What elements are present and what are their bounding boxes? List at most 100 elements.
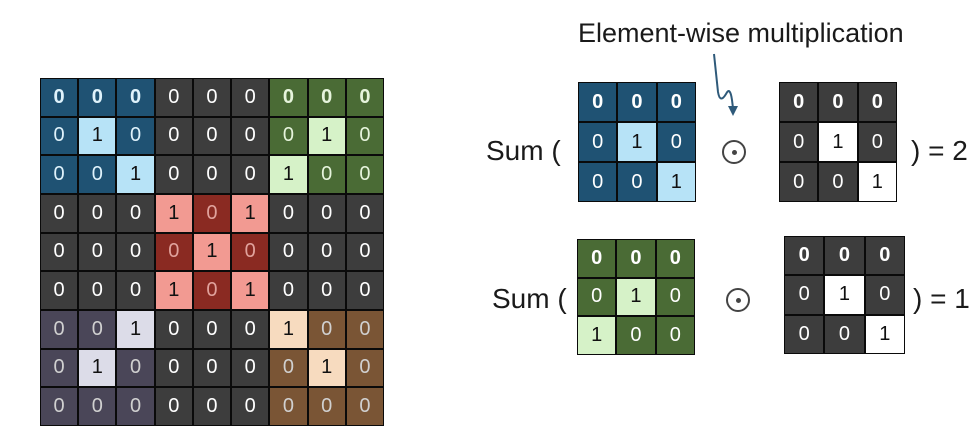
matrix-cell: 0 <box>231 310 270 349</box>
matrix-cell: 0 <box>824 236 865 276</box>
matrix-cell: 0 <box>345 116 384 156</box>
matrix-cell: 0 <box>655 239 695 278</box>
matrix-cell: 0 <box>40 194 79 233</box>
matrix-cell: 0 <box>40 232 79 272</box>
matrix-cell: 1 <box>616 277 656 317</box>
matrix-cell: 1 <box>78 116 117 156</box>
matrix-cell: 0 <box>779 162 819 202</box>
arrow-icon <box>713 53 738 116</box>
matrix-cell: 1 <box>864 314 905 354</box>
matrix-cell: 0 <box>864 236 905 276</box>
matrix-cell: 0 <box>617 82 657 122</box>
matrix-cell: 0 <box>116 387 155 426</box>
matrix-cell: 0 <box>307 310 346 349</box>
matrix-cell: 0 <box>616 239 656 278</box>
matrix-cell: 0 <box>78 194 117 233</box>
matrix-cell: 0 <box>231 155 270 194</box>
matrix-cell: 0 <box>578 82 618 122</box>
matrix-cell: 0 <box>231 348 270 388</box>
matrix-cell: 0 <box>824 314 865 354</box>
matrix-cell: 0 <box>154 78 193 117</box>
matrix-cell: 0 <box>116 348 155 388</box>
matrix-cell: 0 <box>578 162 618 202</box>
matrix-cell: 1 <box>307 348 346 388</box>
eq1-result: ) = 2 <box>911 135 968 166</box>
matrix-cell: 0 <box>345 271 384 310</box>
matrix-cell: 0 <box>40 310 79 349</box>
matrix-cell: 0 <box>655 277 695 317</box>
matrix-cell: 0 <box>154 310 193 349</box>
matrix-cell: 1 <box>857 162 897 202</box>
matrix-cell: 0 <box>78 310 117 349</box>
matrix-cell: 0 <box>307 387 346 426</box>
matrix-cell: 1 <box>78 348 117 388</box>
matrix-cell: 0 <box>345 194 384 233</box>
matrix-cell: 0 <box>116 232 155 272</box>
matrix-cell: 1 <box>231 271 270 310</box>
matrix-cell: 0 <box>656 122 696 162</box>
matrix-cell: 0 <box>577 239 617 278</box>
matrix-cell: 0 <box>269 271 308 310</box>
matrix-cell: 0 <box>269 348 308 388</box>
matrix-cell: 0 <box>192 78 232 117</box>
matrix-cell: 0 <box>154 155 193 194</box>
matrix-cell: 0 <box>784 236 825 276</box>
matrix-cell: 0 <box>857 122 897 162</box>
matrix-cell: 1 <box>307 116 346 156</box>
matrix-cell: 1 <box>154 271 193 310</box>
matrix-cell: 1 <box>824 275 865 315</box>
title-element-wise-multiplication: Element-wise multiplication <box>578 18 904 48</box>
matrix-cell: 0 <box>78 78 117 117</box>
matrix-cell: 0 <box>116 116 155 156</box>
matrix-cell: 0 <box>779 122 819 162</box>
matrix-cell: 1 <box>269 310 308 349</box>
matrix-cell: 0 <box>345 310 384 349</box>
matrix-cell: 0 <box>345 155 384 194</box>
matrix-cell: 0 <box>116 271 155 310</box>
matrix-cell: 0 <box>307 155 346 194</box>
matrix-cell: 0 <box>578 122 618 162</box>
matrix-cell: 1 <box>192 232 232 272</box>
matrix-cell: 0 <box>40 348 79 388</box>
matrix-cell: 0 <box>307 271 346 310</box>
matrix-cell: 0 <box>655 316 695 355</box>
eq1-sum-label: Sum ( <box>486 135 561 166</box>
matrix-cell: 1 <box>154 194 193 233</box>
matrix-cell: 0 <box>192 155 232 194</box>
matrix-cell: 0 <box>40 271 79 310</box>
matrix-cell: 0 <box>40 116 79 156</box>
matrix-cell: 0 <box>192 348 232 388</box>
matrix-cell: 0 <box>231 78 270 117</box>
matrix-cell: 1 <box>116 310 155 349</box>
matrix-cell: 0 <box>231 116 270 156</box>
odot-icon <box>722 140 746 164</box>
matrix-cell: 0 <box>656 82 696 122</box>
matrix-cell: 1 <box>116 155 155 194</box>
eq2-result: ) = 1 <box>913 283 970 314</box>
matrix-cell: 1 <box>269 155 308 194</box>
matrix-cell: 0 <box>269 387 308 426</box>
matrix-cell: 0 <box>231 387 270 426</box>
matrix-cell: 0 <box>345 348 384 388</box>
matrix-cell: 0 <box>269 232 308 272</box>
matrix-cell: 0 <box>192 116 232 156</box>
odot-icon <box>726 288 750 312</box>
matrix-cell: 0 <box>231 232 270 272</box>
matrix-cell: 0 <box>78 387 117 426</box>
matrix-cell: 1 <box>231 194 270 233</box>
matrix-cell: 0 <box>116 194 155 233</box>
matrix-cell: 0 <box>192 271 232 310</box>
matrix-cell: 0 <box>345 78 384 117</box>
matrix-cell: 0 <box>40 387 79 426</box>
matrix-cell: 0 <box>192 194 232 233</box>
matrix-cell: 0 <box>857 82 897 122</box>
matrix-cell: 1 <box>617 122 657 162</box>
matrix-cell: 0 <box>78 155 117 194</box>
matrix-cell: 0 <box>269 116 308 156</box>
matrix-cell: 0 <box>154 116 193 156</box>
matrix-cell: 0 <box>345 387 384 426</box>
matrix-cell: 0 <box>307 78 346 117</box>
